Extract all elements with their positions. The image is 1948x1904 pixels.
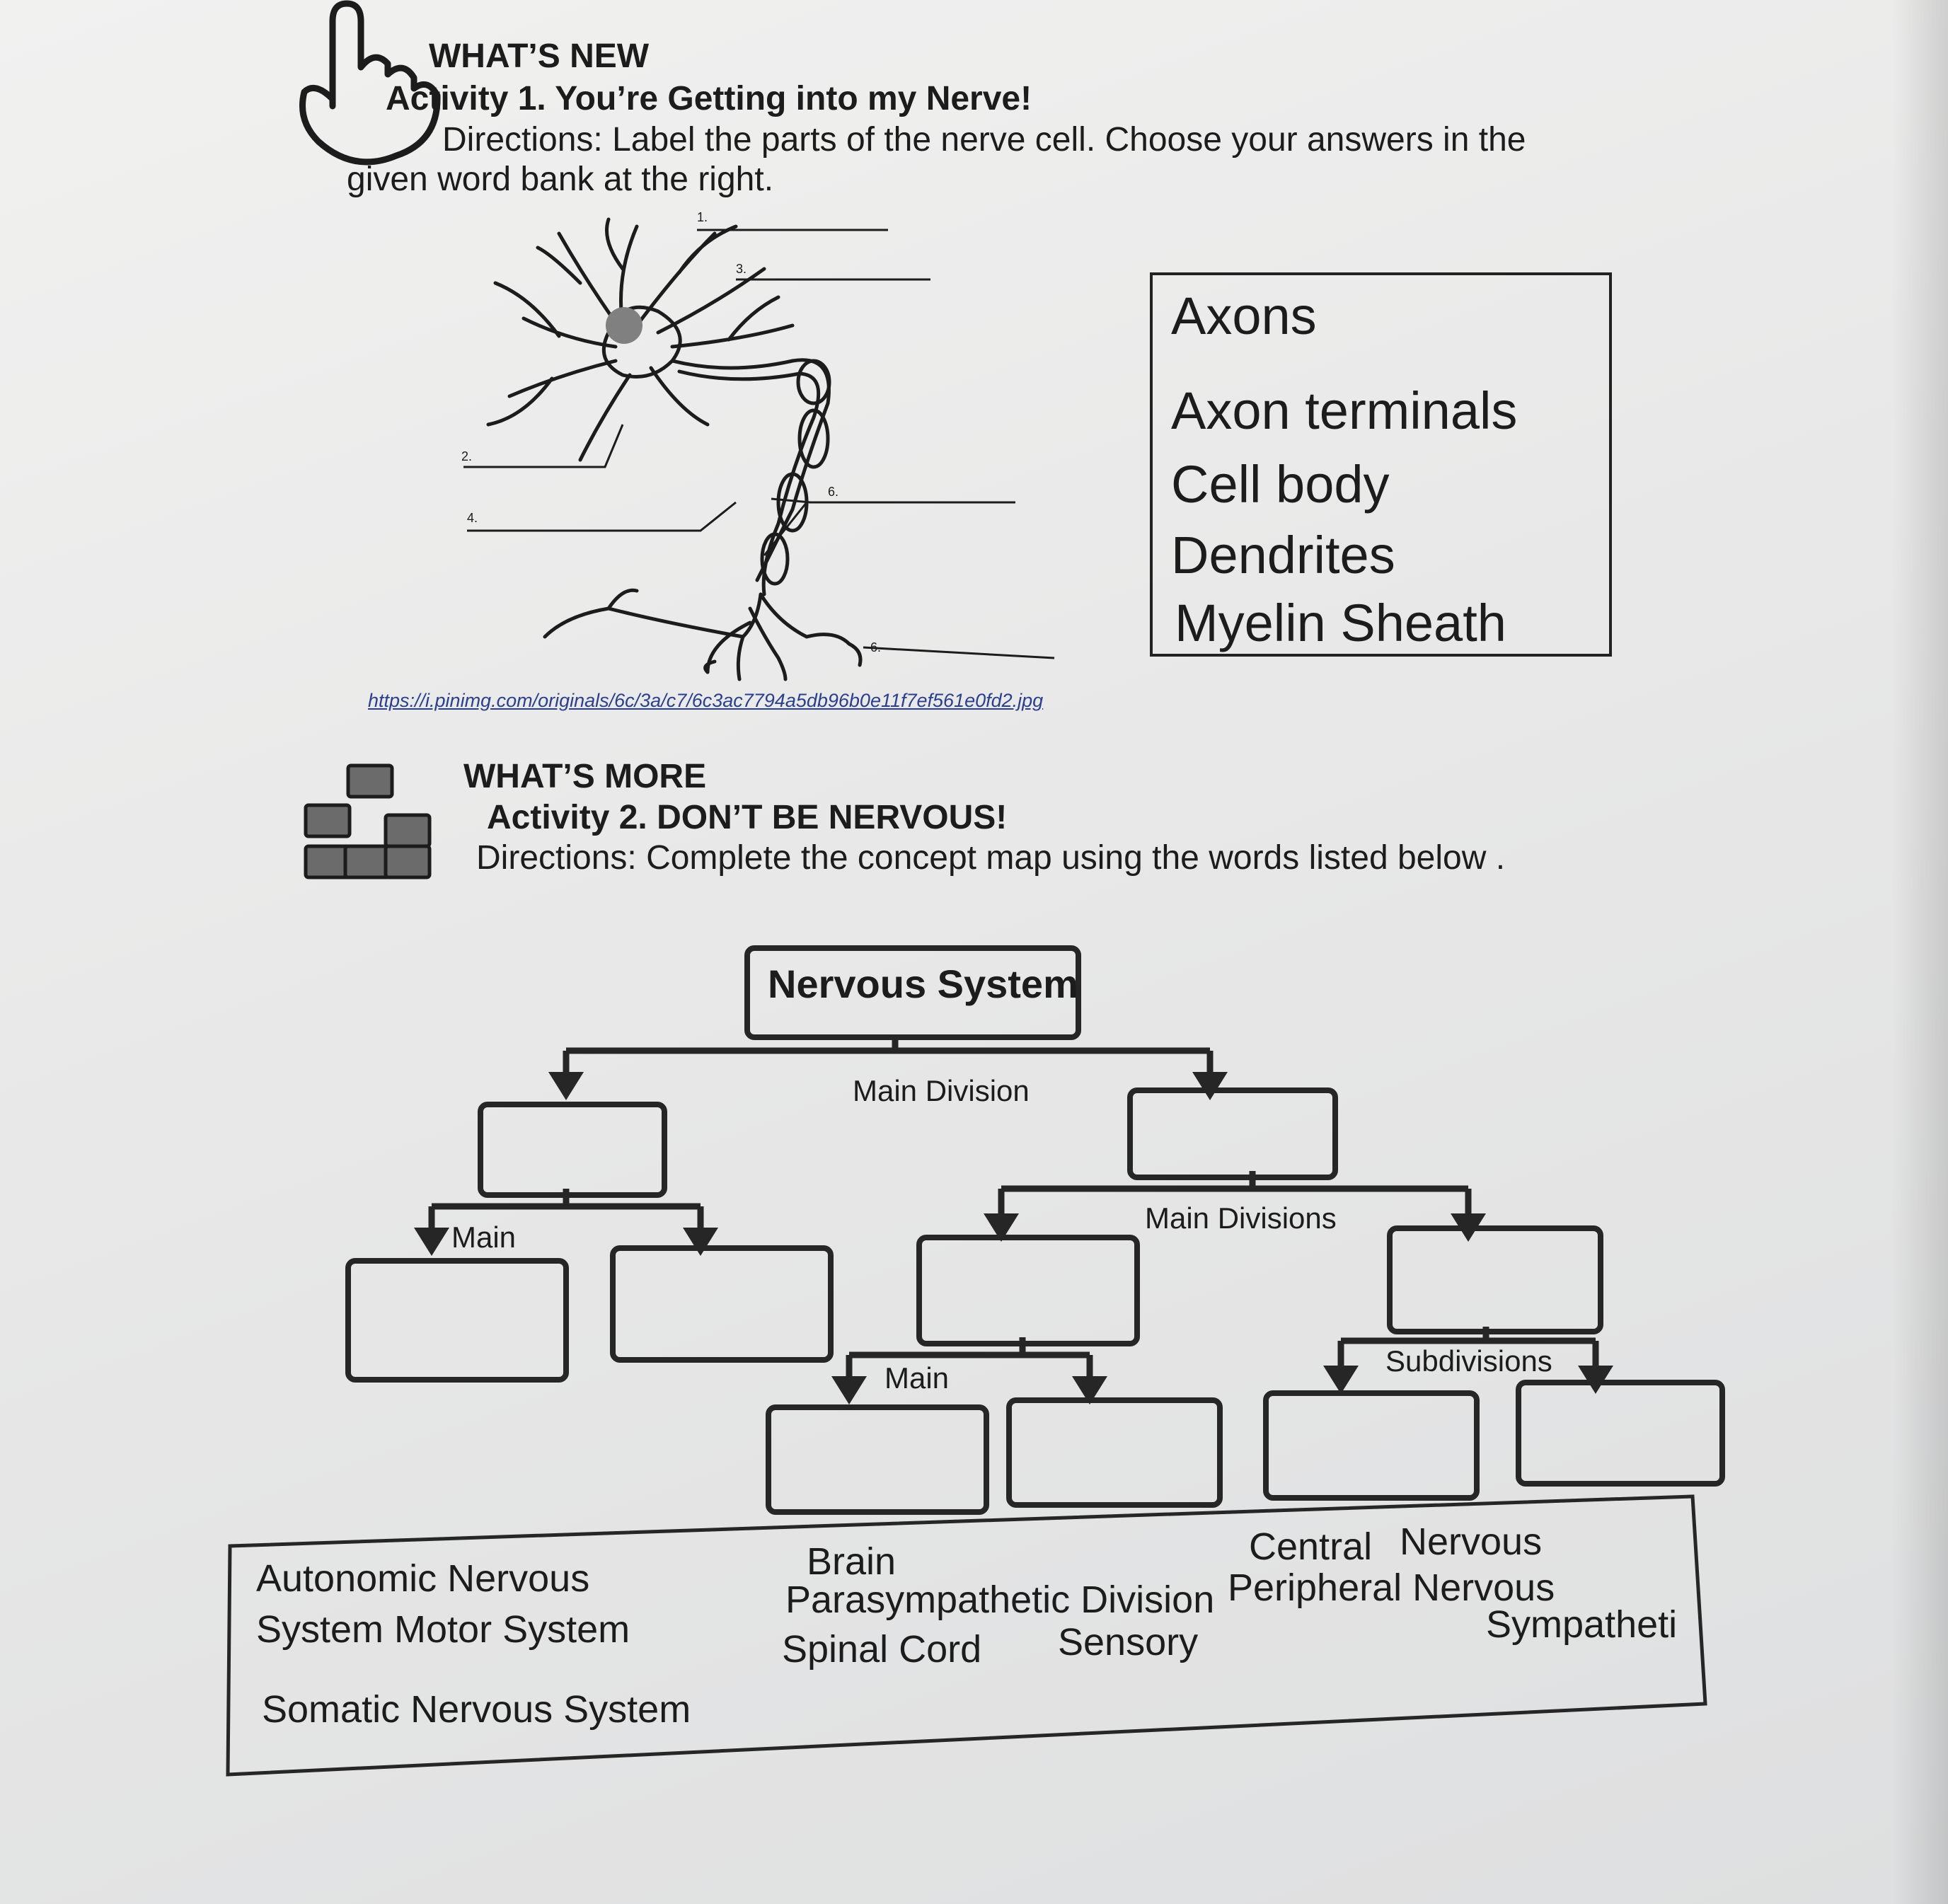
label-main-division: Main Division bbox=[853, 1074, 1030, 1107]
whats-new-heading: WHAT’S NEW bbox=[429, 37, 650, 75]
concept-box-l1[interactable] bbox=[345, 1258, 569, 1383]
word-sensory: Sensory bbox=[1058, 1621, 1199, 1663]
word-bank-dendrites: Dendrites bbox=[1171, 526, 1395, 584]
activity-2-title: Activity 2. DON’T BE NERVOUS! bbox=[487, 799, 1008, 836]
concept-box-r1[interactable] bbox=[916, 1235, 1140, 1346]
word-system-motor: System Motor System bbox=[256, 1608, 630, 1651]
concept-box-l2[interactable] bbox=[610, 1245, 834, 1363]
word-parasympathetic: Parasympathetic Division bbox=[785, 1579, 1215, 1621]
word-nervous: Nervous bbox=[1400, 1521, 1543, 1563]
neuron-label-4: 4. bbox=[467, 511, 478, 525]
concept-root-box bbox=[744, 945, 1081, 1040]
word-peripheral: Peripheral Nervous bbox=[1228, 1567, 1555, 1609]
neuron-label-2: 2. bbox=[461, 449, 473, 463]
word-spinal-cord: Spinal Cord bbox=[782, 1628, 982, 1671]
activity-1-directions: Directions: Label the parts of the nerve… bbox=[442, 121, 1526, 158]
concept-box-r2a[interactable] bbox=[1263, 1390, 1480, 1501]
label-main: Main bbox=[451, 1221, 517, 1254]
concept-box-main-right[interactable] bbox=[1127, 1087, 1338, 1180]
concept-box-r1a[interactable] bbox=[766, 1404, 989, 1515]
neuron-label-5: 6. bbox=[828, 485, 839, 499]
neuron-label-1: 1. bbox=[697, 210, 708, 224]
word-sympathetic: Sympatheti bbox=[1486, 1603, 1678, 1646]
activity-1-directions-cont: given word bank at the right. bbox=[347, 161, 774, 198]
image-source-link[interactable]: https://i.pinimg.com/originals/6c/3a/c7/… bbox=[368, 690, 1044, 711]
whats-more-heading: WHAT’S MORE bbox=[463, 758, 707, 795]
activity-2-directions: Directions: Complete the concept map usi… bbox=[476, 839, 1506, 877]
label-subdivisions: Subdivisions bbox=[1385, 1344, 1552, 1378]
word-bank-myelin-sheath: Myelin Sheath bbox=[1175, 594, 1506, 652]
word-bank-cell-body: Cell body bbox=[1171, 455, 1390, 514]
word-autonomic: Autonomic Nervous bbox=[256, 1557, 590, 1600]
concept-box-main-left[interactable] bbox=[478, 1102, 667, 1198]
word-bank-axons: Axons bbox=[1171, 287, 1317, 345]
word-central: Central bbox=[1249, 1525, 1373, 1568]
label-main-2: Main bbox=[884, 1361, 950, 1395]
word-bank-axon-terminals: Axon terminals bbox=[1171, 381, 1518, 440]
word-brain: Brain bbox=[807, 1540, 897, 1583]
concept-box-r2[interactable] bbox=[1387, 1225, 1603, 1334]
word-bank-1 bbox=[1150, 272, 1612, 657]
label-main-divisions: Main Divisions bbox=[1145, 1201, 1337, 1235]
activity-1-title: Activity 1. You’re Getting into my Nerve… bbox=[386, 80, 1032, 117]
neuron-label-3: 3. bbox=[736, 262, 747, 276]
concept-root-label: Nervous System bbox=[768, 962, 1078, 1006]
concept-box-r2b[interactable] bbox=[1516, 1380, 1725, 1487]
word-somatic: Somatic Nervous System bbox=[262, 1688, 691, 1731]
concept-box-r1b[interactable] bbox=[1006, 1397, 1223, 1508]
neuron-label-6: 6. bbox=[870, 640, 882, 654]
page-edge-shadow bbox=[1891, 0, 1948, 1904]
